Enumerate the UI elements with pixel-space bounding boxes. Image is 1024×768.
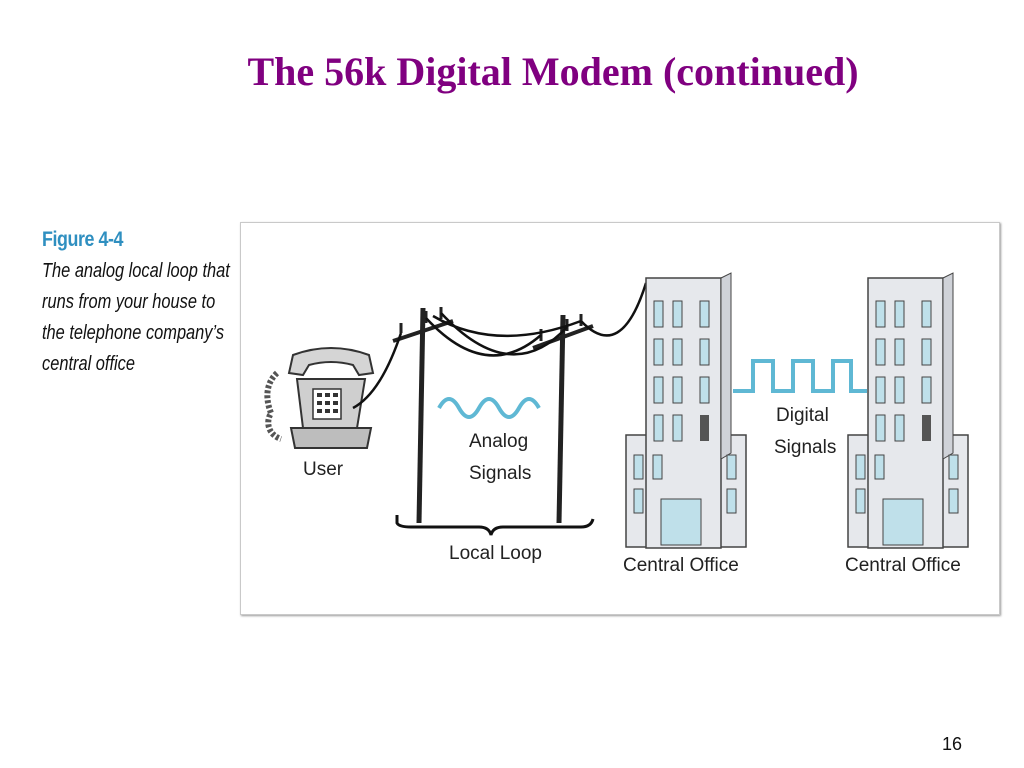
- figure-label: Figure 4-4: [42, 228, 124, 251]
- digital-label-line1: Digital: [776, 405, 829, 426]
- local-loop-diagram: Analog Signals User Local Loop Central O…: [264, 272, 969, 576]
- analog-signal-wave: [437, 397, 541, 419]
- telephone-icon: [264, 347, 375, 449]
- telephone-wires: [352, 282, 648, 410]
- figure-caption-text: The analog local loop that runs from you…: [42, 260, 230, 375]
- utility-pole-left: [392, 307, 454, 524]
- local-loop-brace: [395, 515, 595, 536]
- local-loop-label: Local Loop: [449, 543, 542, 564]
- figure-caption: Figure 4-4 The analog local loop that ru…: [42, 228, 232, 380]
- page-number: 16: [941, 734, 962, 754]
- digital-signal-wave: [733, 359, 867, 393]
- digital-label-line2: Signals: [774, 437, 836, 458]
- figure-frame: Analog Signals User Local Loop Central O…: [240, 222, 1000, 615]
- analog-label-line2: Signals: [469, 463, 531, 484]
- utility-pole-right: [532, 314, 594, 524]
- analog-label-line1: Analog: [469, 431, 528, 452]
- central-office-right-label: Central Office: [845, 555, 961, 576]
- user-label: User: [303, 459, 344, 480]
- slide-title: The 56k Digital Modem (continued): [247, 49, 859, 94]
- central-office-left-label: Central Office: [623, 555, 739, 576]
- central-office-building-right: [847, 272, 969, 549]
- central-office-building-left: [625, 272, 747, 549]
